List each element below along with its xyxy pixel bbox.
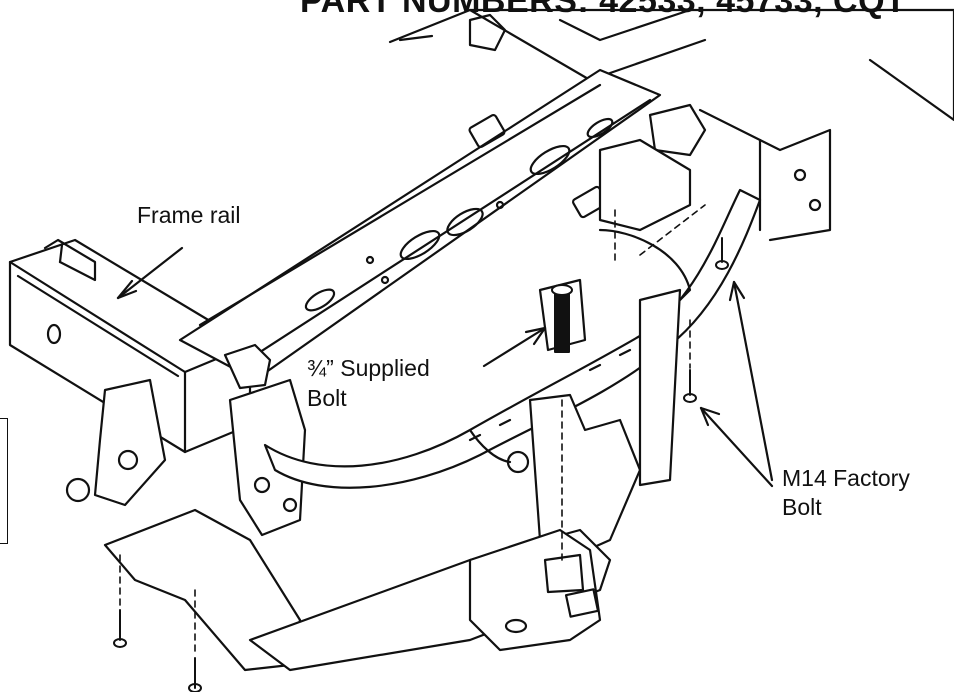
crossmember: [178, 68, 662, 382]
supplied-bolt-label-line1: ¾” Supplied: [307, 355, 430, 381]
callout-arrows: [116, 246, 774, 488]
bolts: [113, 237, 729, 692]
supplied-bolt-label-line2: Bolt: [307, 385, 347, 411]
frame-rail-label: Frame rail: [137, 202, 241, 228]
factory-bolt-label-line1: M14 Factory: [782, 465, 910, 491]
hitch-side-plates: [103, 288, 682, 672]
mount-brackets: [65, 103, 707, 537]
factory-bolt-label-line2: Bolt: [782, 494, 822, 520]
hitch-tube: [263, 188, 762, 489]
clipped-label-box: [0, 418, 8, 544]
alignment-lines: [119, 204, 706, 656]
